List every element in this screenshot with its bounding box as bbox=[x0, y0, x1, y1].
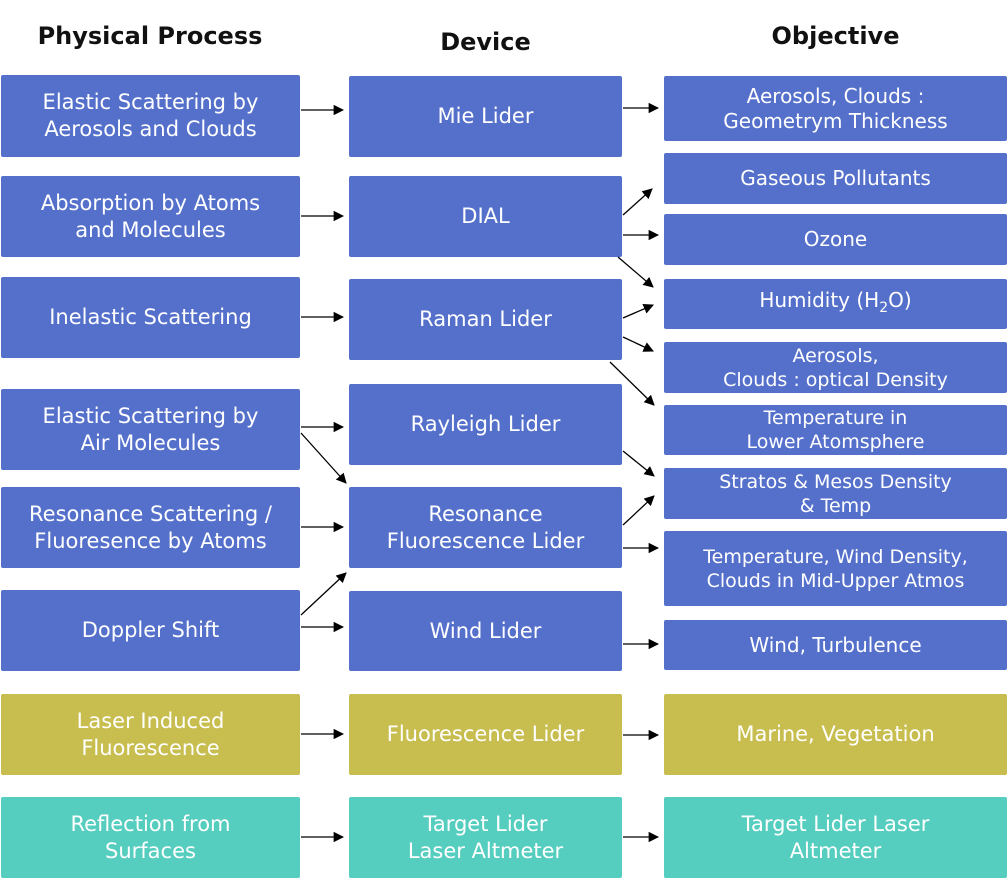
arrow-doppler-to-resonance-lider bbox=[300, 572, 347, 616]
objective-wind-turbulence: Wind, Turbulence bbox=[664, 620, 1007, 670]
header-objective: Objective bbox=[771, 22, 900, 50]
device-resonance-lider-label: Resonance Fluorescence Lider bbox=[386, 501, 585, 553]
arrow-elastic-air-to-resonance bbox=[300, 432, 347, 484]
physical-absorption: Absorption by Atoms and Molecules bbox=[1, 176, 300, 257]
physical-inelastic-label: Inelastic Scattering bbox=[49, 305, 252, 329]
physical-reflection-label: Reflection from Surfaces bbox=[70, 811, 231, 863]
device-rayleigh-lider: Rayleigh Lider bbox=[349, 384, 622, 465]
arrow-raman-to-temperature-lower bbox=[609, 361, 655, 406]
device-target-lider-label: Target Lider Laser Altmeter bbox=[407, 811, 564, 863]
device-rayleigh-lider-label: Rayleigh Lider bbox=[410, 412, 561, 436]
objective-aerosols-geometry-label: Aerosols, Clouds : Geometrym Thickness bbox=[723, 83, 948, 133]
objective-stratos-mesos-label: Stratos & Mesos Density & Temp bbox=[719, 470, 952, 517]
objective-aerosols-geometry: Aerosols, Clouds : Geometrym Thickness bbox=[664, 76, 1007, 141]
device-wind-lider: Wind Lider bbox=[349, 591, 622, 671]
objective-temperature-lower: Temperature in Lower Atomsphere bbox=[664, 405, 1007, 455]
physical-elastic-aerosols: Elastic Scattering by Aerosols and Cloud… bbox=[1, 75, 300, 157]
objective-humidity-pre: Humidity (H bbox=[759, 287, 880, 312]
objective-gaseous-pollutants-label: Gaseous Pollutants bbox=[740, 166, 931, 190]
objective-temperature-lower-label: Temperature in Lower Atomsphere bbox=[746, 407, 925, 453]
physical-inelastic: Inelastic Scattering bbox=[1, 277, 300, 358]
device-raman-lider-label: Raman Lider bbox=[419, 307, 552, 331]
physical-elastic-air-label: Elastic Scattering by Air Molecules bbox=[42, 403, 259, 455]
device-mie-lider: Mie Lider bbox=[349, 76, 622, 157]
device-fluorescence-lider-label: Fluorescence Lider bbox=[386, 722, 585, 746]
physical-absorption-label: Absorption by Atoms and Molecules bbox=[40, 190, 261, 242]
header-device: Device bbox=[440, 28, 531, 56]
physical-reflection: Reflection from Surfaces bbox=[1, 797, 300, 878]
objective-temperature-wind: Temperature, Wind Density, Clouds in Mid… bbox=[664, 531, 1007, 606]
objective-wind-turbulence-label: Wind, Turbulence bbox=[749, 632, 922, 657]
objective-marine-vegetation: Marine, Vegetation bbox=[664, 694, 1007, 775]
objective-ozone-label: Ozone bbox=[803, 227, 868, 251]
objective-humidity-post: O) bbox=[888, 287, 912, 312]
physical-elastic-aerosols-label: Elastic Scattering by Aerosols and Cloud… bbox=[42, 90, 259, 141]
device-dial: DIAL bbox=[349, 176, 622, 257]
device-wind-lider-label: Wind Lider bbox=[429, 618, 542, 643]
device-fluorescence-lider: Fluorescence Lider bbox=[349, 694, 622, 775]
arrow-rayleigh-to-stratos bbox=[622, 450, 655, 477]
physical-elastic-air: Elastic Scattering by Air Molecules bbox=[1, 389, 300, 470]
objective-aerosols-optical-label: Aerosols, Clouds : optical Density bbox=[723, 344, 948, 391]
physical-resonance: Resonance Scattering / Fluoresence by At… bbox=[1, 487, 300, 568]
arrow-raman-to-humidity bbox=[622, 303, 654, 319]
objective-temperature-wind-label: Temperature, Wind Density, Clouds in Mid… bbox=[703, 545, 968, 592]
objective-target-lider: Target Lider Laser Altmeter bbox=[664, 797, 1007, 878]
objective-humidity: Humidity (H2O) bbox=[664, 279, 1007, 329]
physical-laser-fluorescence: Laser Induced Fluorescence bbox=[1, 694, 300, 775]
device-dial-label: DIAL bbox=[461, 204, 510, 228]
objective-stratos-mesos: Stratos & Mesos Density & Temp bbox=[664, 468, 1007, 519]
physical-doppler-label: Doppler Shift bbox=[81, 618, 220, 642]
objective-ozone: Ozone bbox=[664, 214, 1007, 265]
objective-humidity-label: Humidity (H2O) bbox=[759, 288, 911, 321]
device-target-lider: Target Lider Laser Altmeter bbox=[349, 797, 622, 878]
objective-marine-vegetation-label: Marine, Vegetation bbox=[736, 722, 935, 746]
arrow-dial-to-humidity bbox=[617, 256, 654, 288]
device-raman-lider: Raman Lider bbox=[349, 279, 622, 360]
objective-aerosols-optical: Aerosols, Clouds : optical Density bbox=[664, 342, 1007, 393]
physical-laser-fluorescence-label: Laser Induced Fluorescence bbox=[76, 708, 225, 760]
physical-resonance-label: Resonance Scattering / Fluoresence by At… bbox=[29, 501, 272, 553]
header-physical-process: Physical Process bbox=[37, 22, 263, 50]
physical-doppler: Doppler Shift bbox=[1, 590, 300, 671]
device-mie-lider-label: Mie Lider bbox=[437, 104, 534, 128]
objective-humidity-sub: 2 bbox=[879, 299, 889, 316]
arrow-raman-to-aerosols-optical bbox=[622, 336, 654, 352]
arrow-resonance-to-stratos bbox=[622, 495, 655, 526]
objective-gaseous-pollutants: Gaseous Pollutants bbox=[664, 153, 1007, 204]
device-resonance-lider: Resonance Fluorescence Lider bbox=[349, 487, 622, 568]
objective-target-lider-label: Target Lider Laser Altmeter bbox=[741, 811, 930, 863]
arrow-dial-to-gaseous bbox=[622, 188, 653, 216]
